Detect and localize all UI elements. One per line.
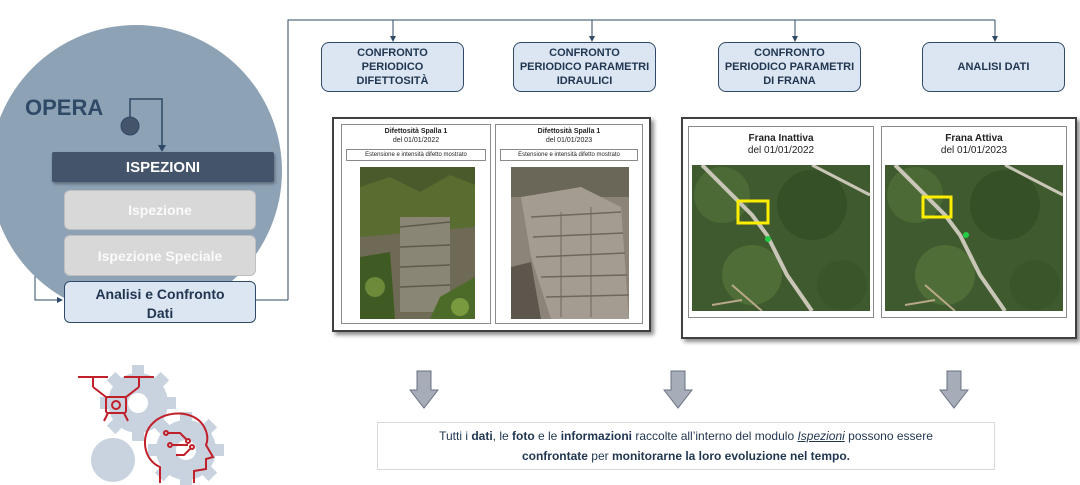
opera-label: OPERA [25,95,104,120]
landslide-map-2023 [885,165,1063,311]
defects-panel: Difettosità Spalla 1 del 01/01/2022 Este… [332,117,651,332]
defect-card-note: Estensione e intensità difetto mostrato [500,149,638,161]
analisi-label-line1: Analisi e Confronto [95,286,225,302]
box-confronto-difettosita[interactable]: CONFRONTO PERIODICO DIFETTOSITÀ [321,42,464,92]
ispezione-speciale-button[interactable]: Ispezione Speciale [64,235,256,276]
ispezioni-header[interactable]: ISPEZIONI [52,152,274,182]
analisi-confronto-button[interactable]: Analisi e Confronto Dati [64,281,256,323]
down-arrow-icon [663,370,693,409]
landslide-card-2023: Frana Attiva del 01/01/2023 [881,126,1067,318]
landslide-card-title: Frana Inattiva [748,133,814,144]
top-bus-line [287,19,995,300]
defect-card-title: Difettosità Spalla 1 [537,128,601,135]
defect-card-2022: Difettosità Spalla 1 del 01/01/2022 Este… [341,124,491,324]
analisi-label-line2: Dati [146,305,174,321]
landslide-card-date: del 01/01/2022 [747,145,815,156]
defect-card-2023: Difettosità Spalla 1 del 01/01/2023 Este… [495,124,643,324]
drone-ai-gears-icon [78,365,224,485]
defect-card-date: del 01/01/2023 [545,137,593,144]
box-analisi-dati[interactable]: ANALISI DATI [922,42,1065,92]
defect-photo-2023 [511,167,629,319]
footer-note: Tutti i dati, le foto e le informazioni … [377,422,995,470]
defect-photo-2022 [360,167,475,319]
box-confronto-idraulici[interactable]: CONFRONTO PERIODICO PARAMETRI IDRAULICI [513,42,656,92]
defect-card-note: Estensione e intensità difetto mostrato [346,149,486,161]
footer-line-2: confrontate per monitorarne la loro evol… [521,449,851,463]
defect-card-title: Difettosità Spalla 1 [384,128,448,135]
landslide-card-title: Frana Attiva [945,133,1003,144]
defect-card-date: del 01/01/2022 [392,137,440,144]
landslide-card-2022: Frana Inattiva del 01/01/2022 [688,126,874,318]
footer-line-1: Tutti i dati, le foto e le informazioni … [439,429,933,443]
landslide-card-date: del 01/01/2023 [940,145,1008,156]
landslide-panel: Frana Inattiva del 01/01/2022 Frana Atti… [681,117,1077,339]
ispezione-button[interactable]: Ispezione [64,190,256,230]
opera-node-icon [120,98,166,152]
down-arrow-icon [409,370,439,409]
landslide-map-2022 [692,165,870,311]
box-confronto-frana[interactable]: CONFRONTO PERIODICO PARAMETRI DI FRANA [718,42,861,92]
down-arrow-icon [939,370,969,409]
